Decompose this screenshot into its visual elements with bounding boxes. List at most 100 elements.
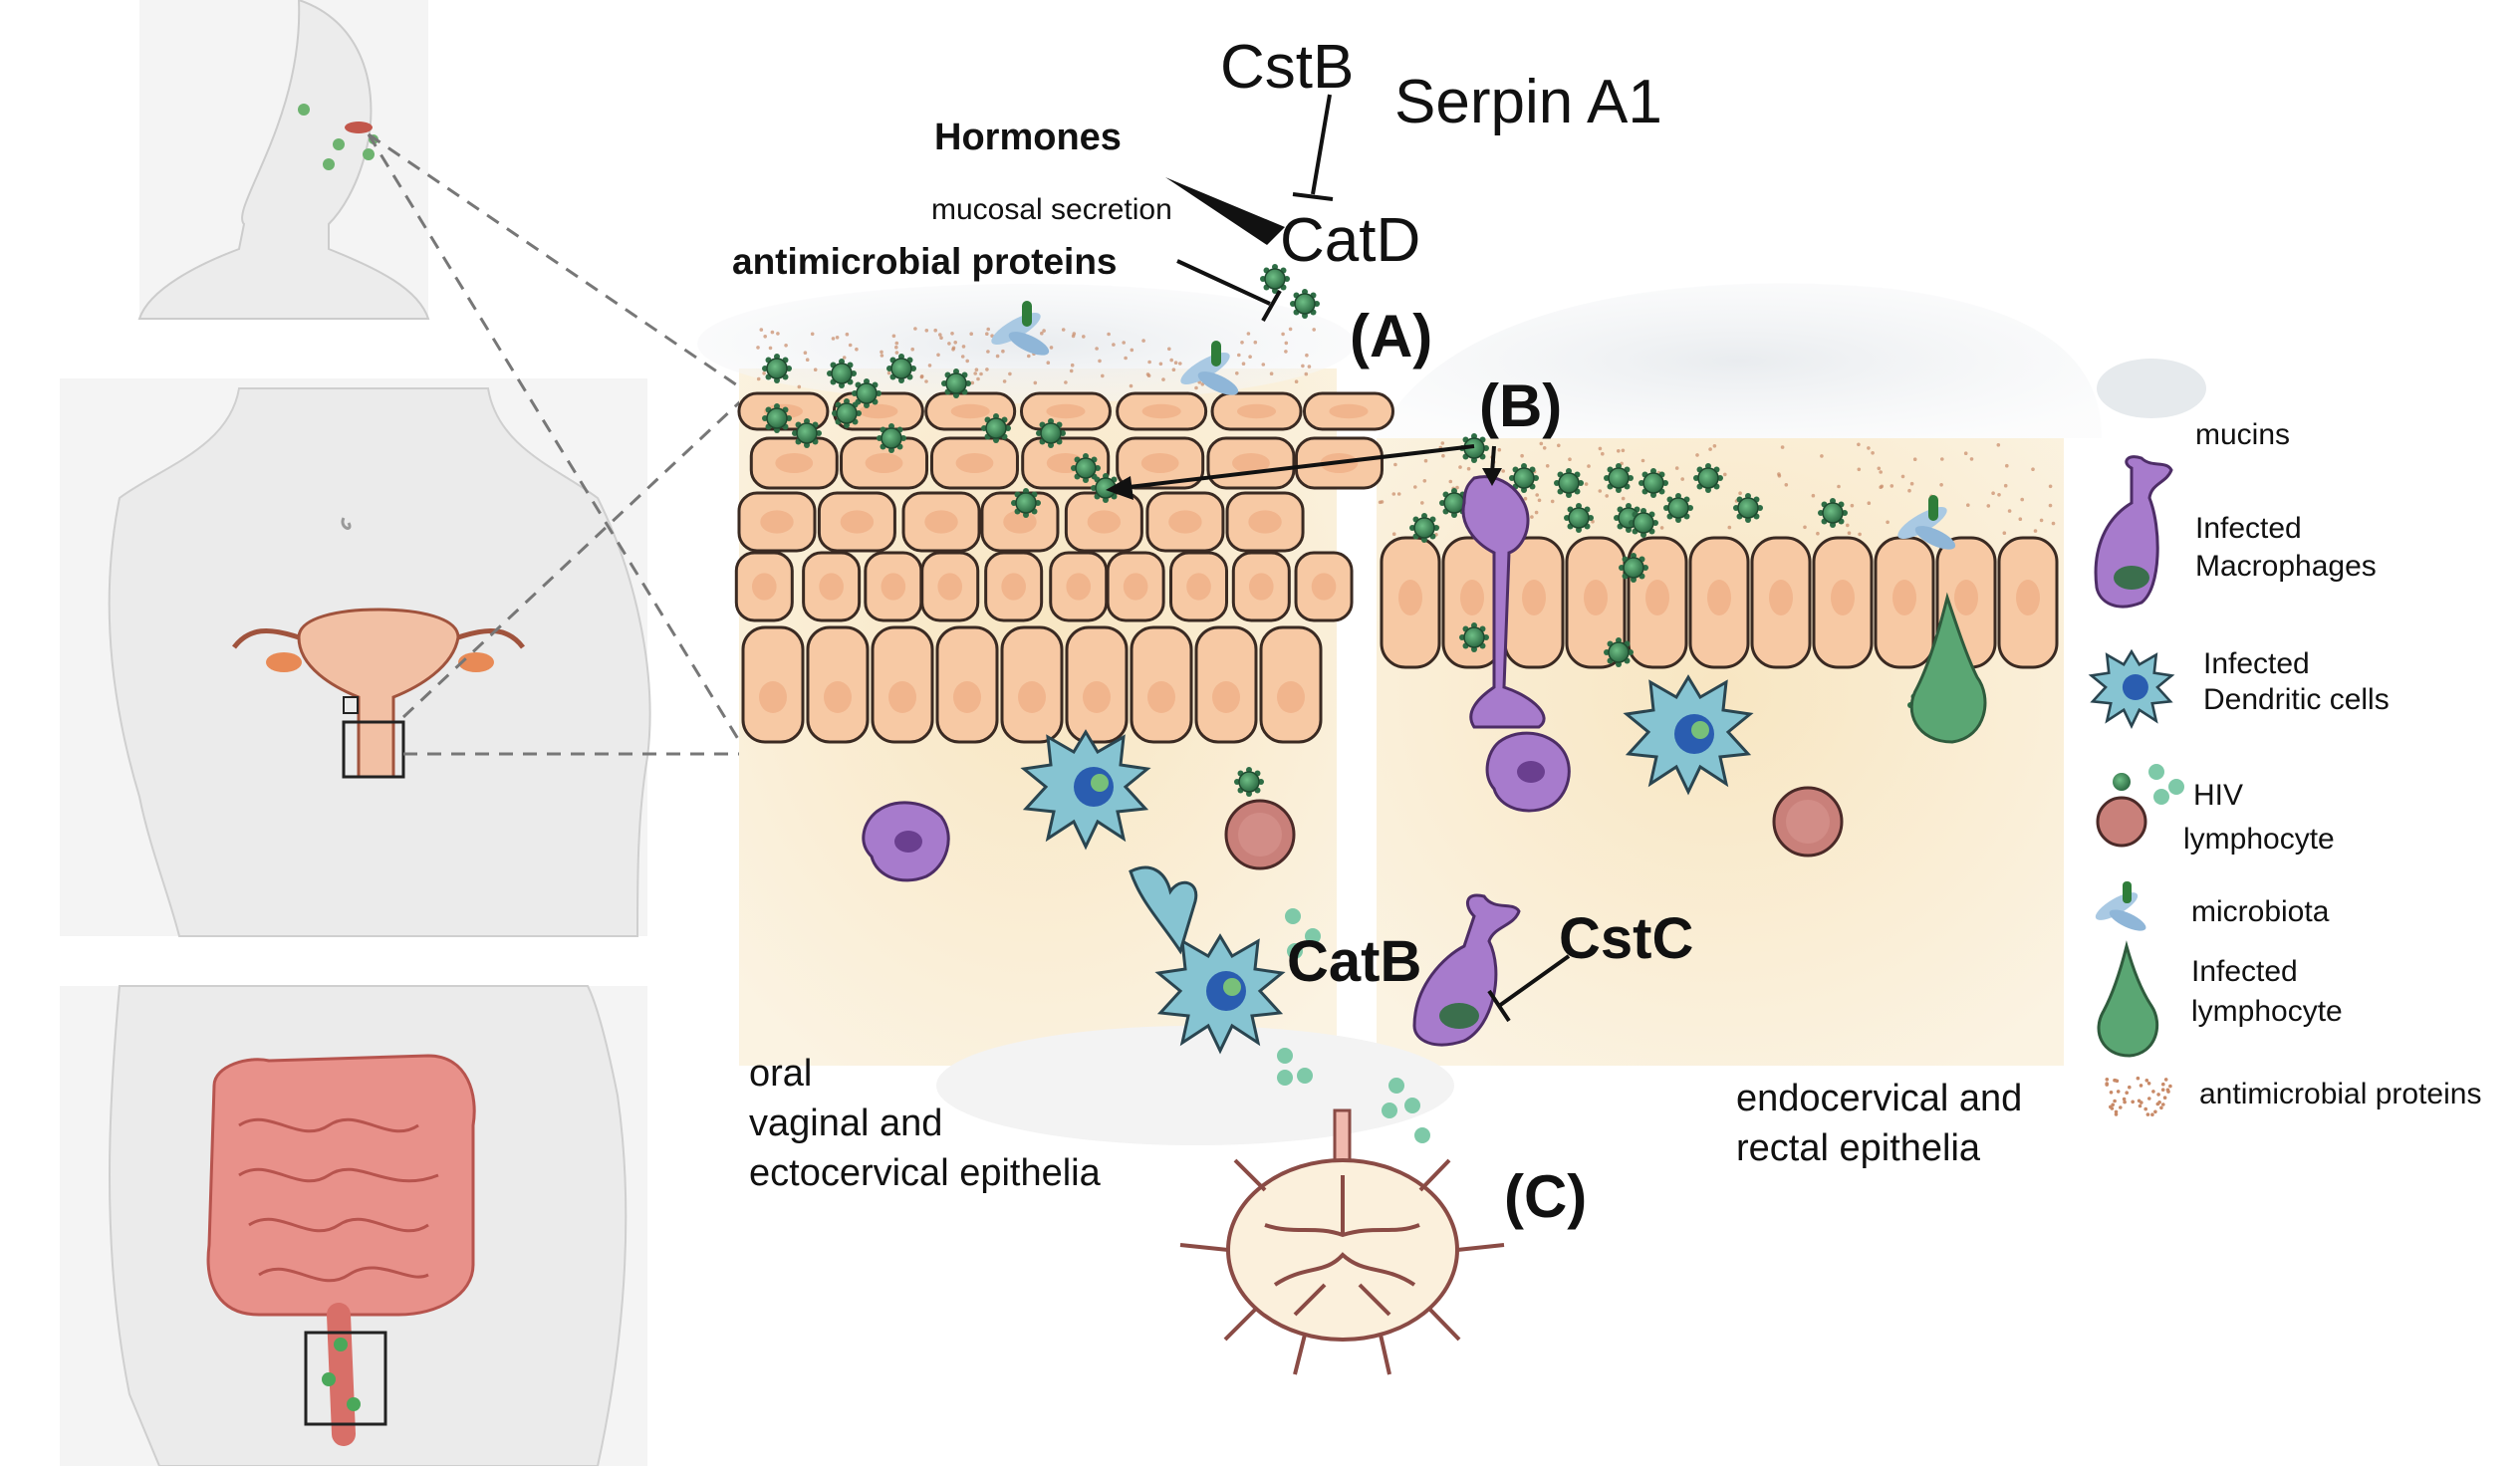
hiv-virion bbox=[1693, 463, 1723, 493]
hiv-virion bbox=[1011, 488, 1041, 518]
virion-body bbox=[1264, 268, 1286, 290]
cell-nucleus bbox=[840, 510, 875, 534]
lymphocyte-left bbox=[1224, 799, 1296, 870]
amp-dot bbox=[950, 332, 954, 336]
amp-dot bbox=[1294, 379, 1299, 384]
cell-nucleus bbox=[819, 573, 844, 601]
cell-nucleus bbox=[1398, 580, 1422, 615]
amp-dot bbox=[886, 370, 891, 375]
amp-dot bbox=[1261, 363, 1266, 367]
amp-dot bbox=[2048, 484, 2053, 489]
amp-dot bbox=[1301, 364, 1305, 368]
legend: mucins Infected Macrophages Infected Den… bbox=[2088, 371, 2481, 1116]
amp-dot bbox=[933, 328, 937, 333]
infected-lymphocyte-right bbox=[1909, 592, 1987, 744]
amp-dot bbox=[2002, 531, 2007, 535]
legend-item-microbiota: microbiota bbox=[2095, 881, 2330, 931]
amp-dot bbox=[1070, 363, 1075, 368]
amp-dot bbox=[1537, 498, 1542, 503]
label-hormones: Hormones bbox=[934, 117, 1122, 158]
amp-dot bbox=[855, 347, 859, 352]
hiv-virion bbox=[762, 354, 792, 383]
amp-dot bbox=[1986, 504, 1991, 508]
zoom-guide-lines bbox=[367, 132, 751, 758]
cell-nucleus bbox=[1248, 573, 1274, 601]
hiv-virion bbox=[1663, 493, 1693, 523]
amp-dot bbox=[1674, 466, 1679, 470]
hiv-virion bbox=[792, 418, 822, 448]
infected-lymphocyte-icon bbox=[2097, 940, 2159, 1058]
amp-dot bbox=[1040, 331, 1044, 336]
cell-nucleus bbox=[955, 453, 994, 473]
amp-dot bbox=[1169, 358, 1173, 363]
antimicrobial-proteins-icon bbox=[2105, 1076, 2172, 1116]
cell-nucleus bbox=[760, 510, 794, 534]
amp-dot bbox=[936, 353, 940, 358]
amp-dot bbox=[1909, 481, 1914, 486]
amp-dot bbox=[1621, 448, 1626, 453]
amp-dot bbox=[848, 343, 853, 348]
amp-dot bbox=[1617, 449, 1621, 453]
amp-dot bbox=[2165, 1088, 2170, 1093]
mucins-icon bbox=[2102, 371, 2191, 415]
amp-dot bbox=[1420, 501, 1424, 505]
amp-dot bbox=[1147, 360, 1151, 365]
virion-body bbox=[1413, 517, 1435, 539]
legend-item-mucins: mucins bbox=[2102, 371, 2290, 451]
dendritic-cell-right bbox=[1623, 674, 1754, 796]
amp-dot bbox=[1458, 465, 1462, 469]
hiv-virion bbox=[1629, 508, 1658, 538]
amp-dot bbox=[1966, 503, 1970, 508]
amp-dot bbox=[1305, 353, 1309, 358]
cell-nucleus bbox=[1018, 681, 1046, 713]
amp-dot bbox=[2109, 1091, 2114, 1095]
legend-label-dendritic-1: Infected bbox=[2203, 647, 2310, 680]
amp-dot bbox=[2114, 1112, 2119, 1116]
amp-dot bbox=[2138, 1103, 2142, 1108]
label-catb: CatB bbox=[1287, 929, 1421, 994]
hiv-virion bbox=[1509, 463, 1539, 493]
amp-dot bbox=[1712, 444, 1717, 448]
amp-dot bbox=[1112, 343, 1116, 347]
amp-dot bbox=[973, 371, 977, 375]
amp-dot bbox=[756, 376, 761, 381]
amp-dot bbox=[2110, 1106, 2115, 1110]
amp-dot bbox=[2150, 1112, 2154, 1116]
amp-dot bbox=[2151, 1090, 2155, 1094]
amp-dot bbox=[2122, 1097, 2127, 1102]
cell-nucleus bbox=[1460, 580, 1484, 615]
amp-dot bbox=[1871, 451, 1875, 455]
amp-dot bbox=[1391, 492, 1396, 496]
amp-dot bbox=[1130, 348, 1134, 353]
legend-label-macrophages-2: Macrophages bbox=[2195, 550, 2377, 583]
label-panel-a: (A) bbox=[1350, 303, 1432, 369]
amp-dot bbox=[1312, 328, 1316, 332]
infected-macrophage-bottom bbox=[1412, 893, 1521, 1047]
microbiota-top-2 bbox=[1180, 341, 1239, 395]
amp-dot bbox=[803, 351, 808, 356]
amp-dot bbox=[1605, 494, 1609, 498]
amp-dot bbox=[1991, 491, 1995, 496]
virion-body bbox=[1667, 497, 1689, 519]
virion-body bbox=[1633, 512, 1654, 534]
amp-dot bbox=[1071, 334, 1076, 339]
amp-dot bbox=[951, 348, 955, 352]
cell-nucleus bbox=[1087, 510, 1122, 534]
hiv-virion bbox=[827, 359, 857, 388]
amp-dot bbox=[1587, 464, 1591, 468]
amp-dot bbox=[1033, 380, 1038, 385]
amp-dot bbox=[910, 347, 914, 352]
label-panel-b: (B) bbox=[1479, 372, 1562, 439]
amp-dot bbox=[2139, 1084, 2143, 1088]
legend-item-infected-lymphocyte: Infected lymphocyte bbox=[2097, 940, 2343, 1058]
amp-dot bbox=[1539, 441, 1544, 446]
hiv-virion bbox=[1733, 493, 1763, 523]
amp-dot bbox=[1659, 526, 1664, 530]
amp-dot bbox=[2003, 483, 2008, 488]
amp-dot bbox=[1890, 484, 1894, 488]
amp-dot bbox=[1695, 453, 1699, 457]
amp-dot bbox=[924, 329, 929, 333]
abdomen-panel bbox=[60, 985, 647, 1467]
legend-label-hiv: HIV bbox=[2193, 779, 2243, 812]
